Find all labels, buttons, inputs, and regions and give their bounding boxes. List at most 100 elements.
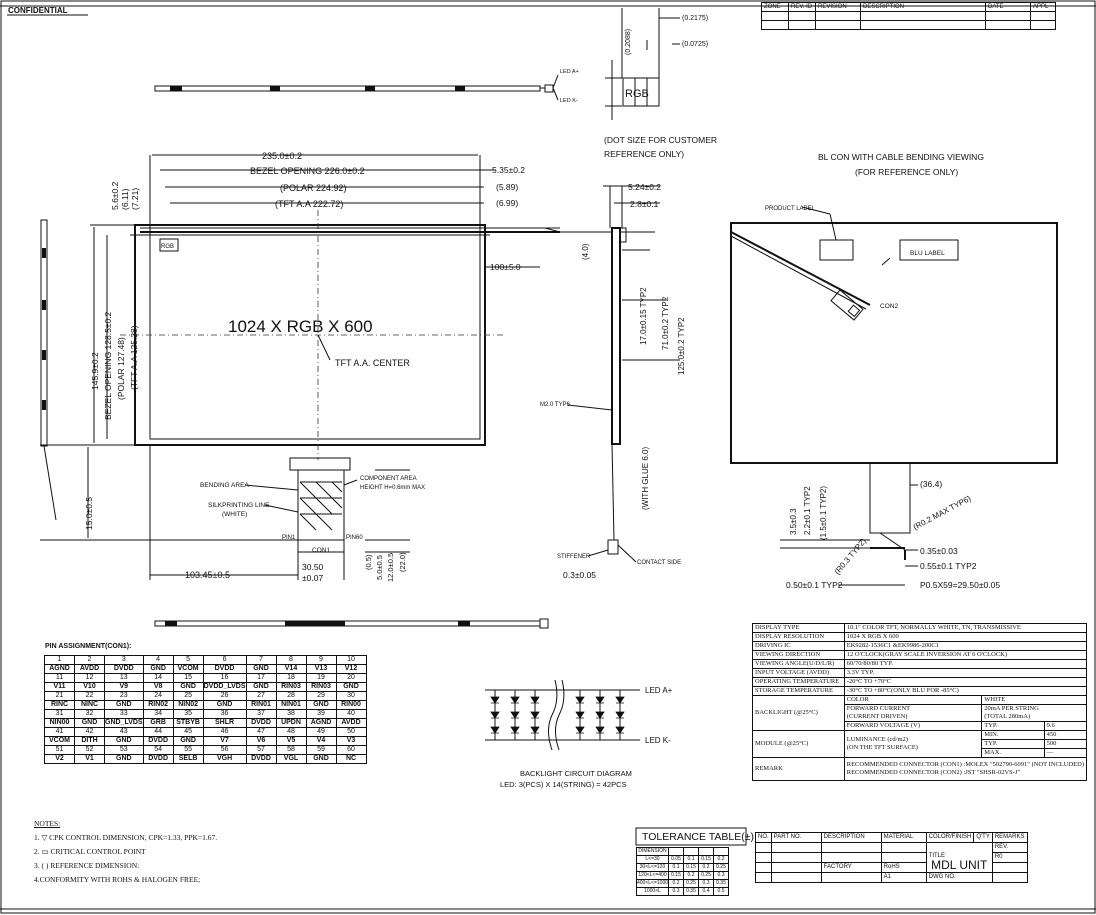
svg-text:(POLAR 224.92): (POLAR 224.92) — [280, 183, 347, 193]
front-view: RGB 1024 X RGB X 600 TFT A.A. CENTER 235… — [40, 151, 561, 583]
svg-text:(0.0725): (0.0725) — [682, 41, 708, 48]
pin-number: 51 — [44, 745, 75, 755]
spec-label: DISPLAY TYPE — [752, 623, 845, 633]
spec-value: -20°C TO +70°C — [843, 677, 1088, 687]
tolerance-cell: 0.2 — [698, 863, 715, 872]
pin-signal: V2 — [44, 754, 75, 764]
pin-number: 20 — [335, 673, 367, 683]
led-diode — [615, 726, 625, 734]
pin-number: 18 — [275, 673, 307, 683]
tolerance-cell: 0.15 — [698, 855, 715, 864]
svg-text:(5.89): (5.89) — [496, 182, 518, 192]
svg-text:(36.4): (36.4) — [920, 479, 942, 489]
svg-text:BL CON WITH CABLE BENDING VIEW: BL CON WITH CABLE BENDING VIEWING — [818, 152, 984, 162]
spec-value: 3.3V TYP. — [843, 668, 1088, 678]
spec-label: STORAGE TEMPERATURE — [752, 686, 845, 696]
pin-signal: V12 — [335, 664, 367, 674]
pin-number: 28 — [275, 691, 307, 701]
pin-signal: VCOM — [172, 664, 204, 674]
pin-signal: GND — [245, 682, 277, 692]
pin-number: 12 — [74, 673, 105, 683]
led-diode — [595, 696, 605, 704]
tolerance-cell — [713, 847, 730, 856]
pin-number: 47 — [245, 727, 277, 737]
pin-signal: V14 — [275, 664, 307, 674]
pin-signal: AGND — [305, 718, 337, 728]
pin-signal: V13 — [305, 664, 337, 674]
svg-text:(0.2088): (0.2088) — [625, 29, 632, 55]
title-block: NO. PART NO. DESCRIPTION MATERIAL COLOR/… — [755, 832, 1028, 883]
resolution-label: 1024 X RGB X 600 — [228, 317, 373, 336]
pin-signal: VCOM — [44, 736, 75, 746]
pin-number: 26 — [202, 691, 247, 701]
spec-label: DISPLAY RESOLUTION — [752, 632, 845, 642]
pin-signal: GND — [74, 718, 105, 728]
top-profile-view: LED A+ LED K- — [154, 69, 579, 104]
pin-signal: AGND — [44, 664, 75, 674]
svg-text:235.0±0.2: 235.0±0.2 — [262, 151, 302, 161]
led-diode — [575, 711, 585, 719]
tolerance-cell: 0.1 — [668, 863, 685, 872]
pin-number: 31 — [44, 709, 75, 719]
pin-signal: V10 — [74, 682, 105, 692]
pin-signal: GND — [104, 700, 144, 710]
svg-text:CON2: CON2 — [880, 303, 898, 310]
led-diode — [530, 726, 540, 734]
pin-signal: V8 — [142, 682, 174, 692]
svg-text:2.2±0.1 TYP2: 2.2±0.1 TYP2 — [803, 486, 812, 535]
tolerance-cell: DIMENSION — [635, 847, 670, 856]
tolerance-cell — [698, 847, 715, 856]
svg-text:RGB: RGB — [625, 88, 649, 100]
svg-text:15.0±0.5: 15.0±0.5 — [84, 497, 94, 530]
svg-text:M2.0 TYP6: M2.0 TYP6 — [540, 402, 571, 408]
pin-number: 45 — [172, 727, 204, 737]
pin-signal: NIN02 — [172, 700, 204, 710]
pin-signal: RIN01 — [245, 700, 277, 710]
svg-text:LED A+: LED A+ — [560, 69, 579, 75]
pin-signal: VGH — [202, 754, 247, 764]
svg-text:(DOT SIZE FOR CUSTOMER: (DOT SIZE FOR CUSTOMER — [604, 135, 717, 145]
pin-signal: NC — [335, 754, 367, 764]
pin-number: 34 — [142, 709, 174, 719]
svg-text:BACKLIGHT CIRCUIT DIAGRAM: BACKLIGHT CIRCUIT DIAGRAM — [520, 769, 632, 778]
tolerance-cell: 0.1 — [683, 855, 700, 864]
pin-signal: V5 — [275, 736, 307, 746]
pin-number: 4 — [142, 655, 174, 665]
svg-text:(R0.2 MAX TYP6): (R0.2 MAX TYP6) — [912, 494, 973, 532]
svg-text:LED A+: LED A+ — [645, 686, 673, 695]
pin-signal: V9 — [104, 682, 144, 692]
led-diode — [615, 696, 625, 704]
svg-text:3.5±0.3: 3.5±0.3 — [789, 508, 798, 535]
pin-number: 43 — [104, 727, 144, 737]
svg-text:145.9±0.2: 145.9±0.2 — [90, 352, 100, 390]
pin-number: 59 — [305, 745, 337, 755]
pin-signal: V4 — [305, 736, 337, 746]
pin-number: 14 — [142, 673, 174, 683]
pin-signal: NINC — [74, 700, 105, 710]
tolerance-cell: 0.5 — [713, 887, 730, 896]
pin-signal: GND — [305, 700, 337, 710]
pin-signal: GND — [104, 736, 144, 746]
pin-number: 23 — [104, 691, 144, 701]
led-diode — [575, 696, 585, 704]
tolerance-cell: 0.35 — [713, 879, 730, 888]
pin-signal: DITH — [74, 736, 105, 746]
svg-text:BEZEL OPENING 128.5±0.2: BEZEL OPENING 128.5±0.2 — [103, 311, 113, 420]
svg-text:5.35±0.2: 5.35±0.2 — [492, 165, 525, 175]
tolerance-cell: 0.25 — [698, 871, 715, 880]
pin-number: 11 — [44, 673, 75, 683]
svg-text:12.0±0.5: 12.0±0.5 — [386, 553, 395, 582]
pin-number: 10 — [335, 655, 367, 665]
svg-text:(R0.3 TYP2): (R0.3 TYP2) — [833, 536, 869, 576]
svg-text:(TFT A.A 125.28): (TFT A.A 125.28) — [129, 325, 139, 390]
pin-number: 27 — [245, 691, 277, 701]
pin-number: 33 — [104, 709, 144, 719]
svg-text:(0.5): (0.5) — [364, 554, 373, 570]
pin-number: 49 — [305, 727, 337, 737]
tolerance-cell — [668, 847, 685, 856]
back-view: BL CON WITH CABLE BENDING VIEWING (FOR R… — [730, 152, 1058, 590]
tolerance-cell: 0.3 — [668, 887, 685, 896]
pin-number: 24 — [142, 691, 174, 701]
